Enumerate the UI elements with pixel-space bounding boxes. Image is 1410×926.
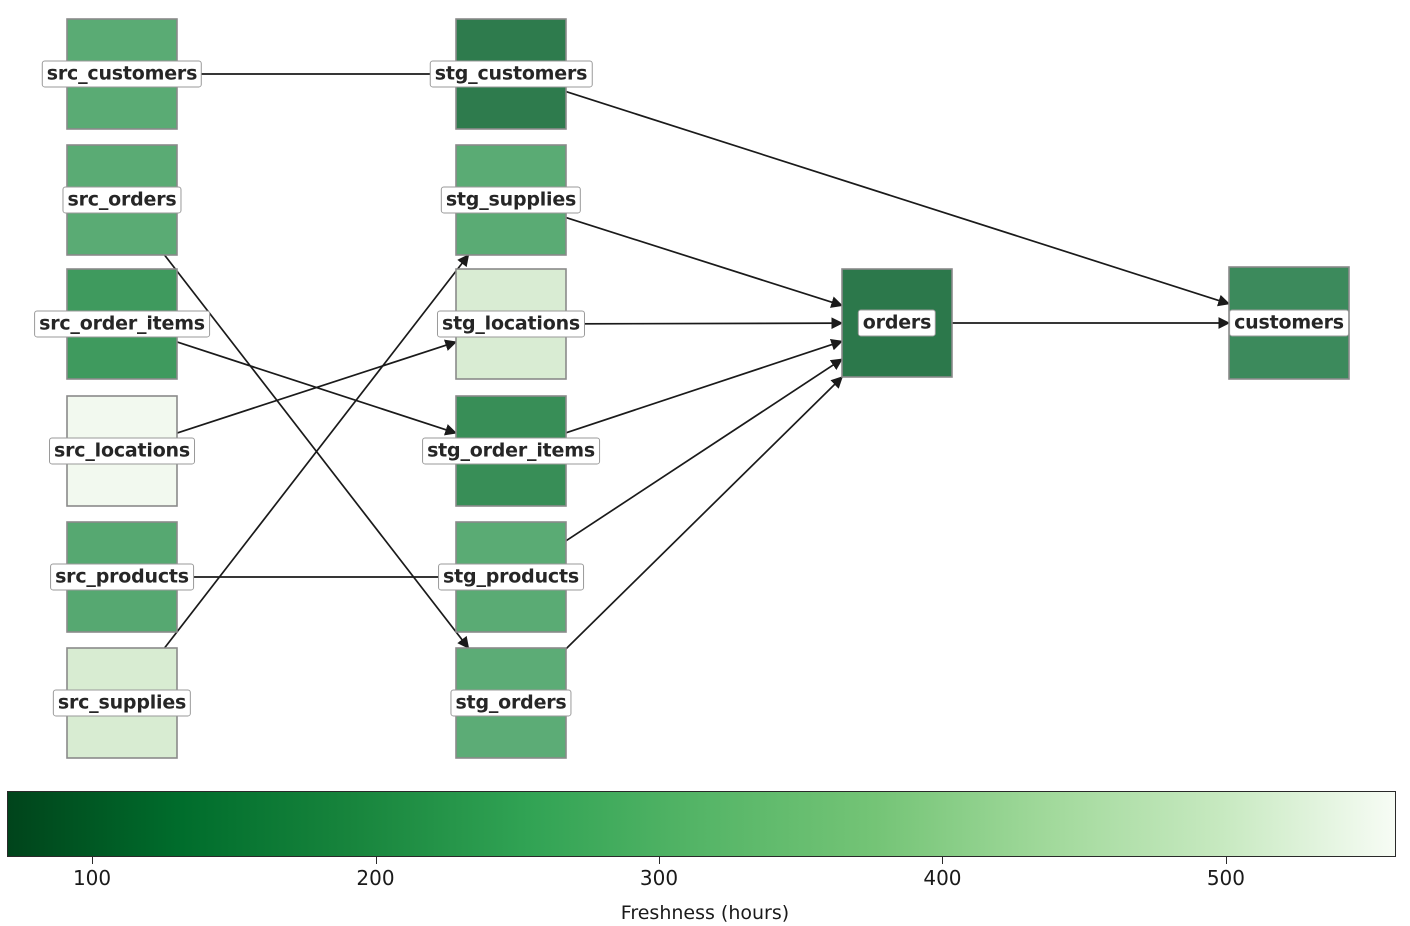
edge-src_supplies-to-stg_supplies (163, 254, 470, 649)
colorbar-ticks: 100 200 300 400 500 (0, 857, 1410, 897)
colorbar-tick-300 (658, 857, 660, 864)
edges-group (163, 73, 1231, 650)
node-label-stg_locations[interactable]: stg_locations (436, 310, 586, 338)
edge-stg_order_items-to-orders (565, 338, 844, 434)
colorbar-tick-400 (942, 857, 944, 864)
edge-stg_orders-to-orders (565, 376, 843, 650)
edge-stg_products-to-orders (565, 358, 843, 542)
node-label-src_products[interactable]: src_products (50, 563, 194, 591)
nodes-group (66, 18, 1350, 759)
node-label-stg_supplies[interactable]: stg_supplies (440, 186, 582, 214)
node-label-src_supplies[interactable]: src_supplies (52, 689, 192, 717)
node-label-stg_customers[interactable]: stg_customers (429, 60, 593, 88)
edge-stg_supplies-to-orders (565, 216, 844, 308)
colorbar-tick-500 (1225, 857, 1227, 864)
edge-src_locations-to-stg_locations (176, 339, 458, 434)
node-label-src_order_items[interactable]: src_order_items (34, 310, 210, 338)
colorbar-ticklabel-200: 200 (356, 866, 395, 890)
colorbar: 100 200 300 400 500 Freshness (hours) (0, 780, 1410, 926)
lineage-graph (66, 18, 1350, 759)
node-label-orders[interactable]: orders (857, 309, 937, 337)
node-label-src_orders[interactable]: src_orders (62, 186, 182, 214)
node-label-customers[interactable]: customers (1229, 309, 1349, 337)
colorbar-gradient (8, 792, 1395, 856)
colorbar-ticklabel-500: 500 (1206, 866, 1245, 890)
node-label-stg_orders[interactable]: stg_orders (450, 689, 572, 717)
colorbar-track (7, 791, 1396, 857)
colorbar-ticklabel-300: 300 (639, 866, 679, 890)
node-label-stg_products[interactable]: stg_products (438, 563, 584, 591)
node-label-stg_order_items[interactable]: stg_order_items (422, 437, 600, 465)
colorbar-tick-100 (92, 857, 94, 864)
node-label-src_locations[interactable]: src_locations (49, 437, 195, 465)
colorbar-ticklabel-400: 400 (923, 866, 962, 890)
colorbar-axis-label: Freshness (hours) (620, 902, 790, 924)
colorbar-ticklabel-100: 100 (72, 866, 112, 890)
node-label-src_customers[interactable]: src_customers (41, 60, 203, 88)
colorbar-tick-200 (375, 857, 377, 864)
edge-stg_locations-to-orders (565, 317, 844, 330)
edge-stg_customers-to-customers (565, 90, 1231, 307)
